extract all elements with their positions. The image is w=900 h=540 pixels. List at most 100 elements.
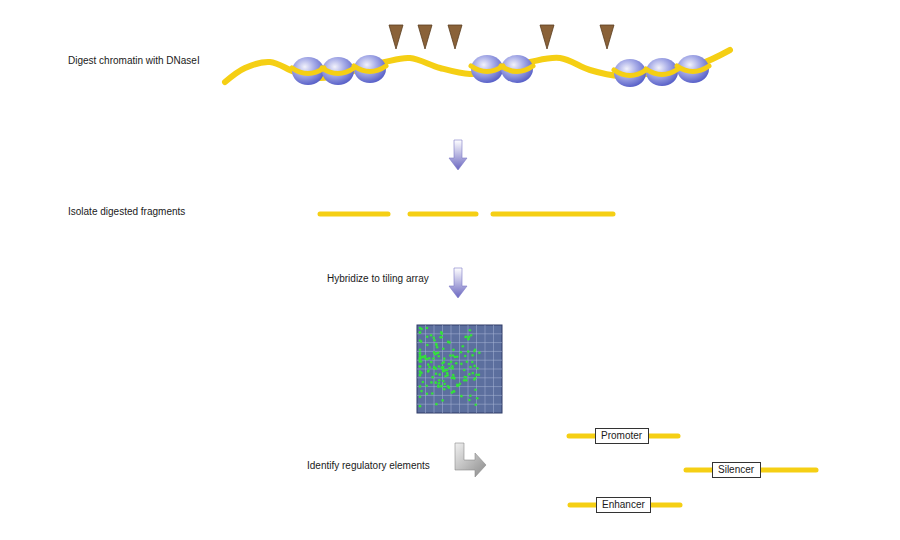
element-box: Promoter [595,428,649,444]
array-spot [434,381,437,384]
element-name: Promoter [596,429,648,443]
dna-wrap [677,66,709,72]
array-spot [435,372,438,375]
array-spot [475,374,478,377]
array-spot [419,365,422,368]
array-spot [441,366,444,369]
array-spot [426,393,429,396]
array-spot [456,383,459,386]
down-arrow [449,268,467,298]
grid-line [417,404,502,405]
array-spot [455,362,458,365]
array-spot [428,366,431,369]
nucleosome [677,55,709,83]
array-spot [478,351,481,354]
dnase-marker [448,25,462,49]
array-spot [419,365,422,368]
array-spot [438,382,441,385]
dna-wrap [501,66,533,72]
step-label: Identify regulatory elements [307,460,430,472]
nucleosome [322,57,354,85]
array-spot [425,384,428,387]
array-spot [452,390,455,393]
element-name: Silencer [713,463,760,477]
dna-wrap [292,68,324,74]
array-spot [437,355,440,358]
element-name: Enhancer [597,498,650,512]
array-spot [431,392,434,395]
array-spot [443,383,446,386]
array-spot [430,361,433,364]
array-spot [444,369,447,372]
array-spot [420,340,423,343]
array-spot [476,367,479,370]
array-spot [438,379,441,382]
array-spot [435,367,438,370]
array-spot [456,356,459,359]
array-spot [467,350,470,353]
grid-line [417,369,502,370]
array-spot [443,388,446,391]
nucleosome [614,59,646,87]
array-spot [473,365,476,368]
array-spot [426,335,429,338]
dna-wrap [471,66,503,72]
element-lines [569,436,816,505]
array-spot [471,354,474,357]
array-spot [465,379,468,382]
dna-fragments [320,214,613,215]
array-spot [419,370,422,373]
array-spot [474,389,477,392]
nucleosome [292,57,324,85]
array-spot [419,405,422,408]
element-box: Enhancer [596,497,651,513]
array-spot [474,403,477,406]
grid-line [417,377,502,378]
array-spot [471,361,474,364]
chromatin [225,50,730,87]
grid-line [493,325,494,413]
nucleosome [646,58,678,86]
array-spot [440,336,443,339]
array-spot [422,381,425,384]
array-spot [451,377,454,380]
array-spot [442,361,445,364]
array-spot [419,351,422,354]
array-spot [469,329,472,332]
array-spot [419,348,422,351]
array-chip [417,325,502,413]
fragment [410,212,476,217]
array-spot [473,350,476,353]
array-spot [460,363,463,366]
array-spot [432,336,435,339]
array-spot [427,369,430,372]
array-spot [419,374,422,377]
array-spot [419,331,422,334]
array-spot [446,374,449,377]
step-label: Digest chromatin with DNaseI [68,55,200,67]
array-spot [433,339,436,342]
array-spot [464,336,467,339]
array-spot [441,399,444,402]
dna-wrap [322,68,354,74]
array-spot [419,385,422,388]
dna-wrap [614,70,646,76]
array-spot [448,341,451,344]
array-spot [420,390,423,393]
array-spot [437,385,440,388]
nucleosome [501,55,533,83]
step-label: Isolate digested fragments [68,206,185,218]
array-spot [466,360,469,363]
array-spot [463,376,466,379]
array-spot [470,334,473,337]
array-spot [427,370,430,373]
dnase-marker [389,25,403,49]
array-spot [427,363,430,366]
nucleosome [471,55,503,83]
grid-line [417,395,502,396]
array-spot [465,335,468,338]
array-spot [426,327,429,330]
step-label: Hybridize to tiling array [327,273,429,285]
array-spot [438,365,441,368]
array-spot [440,331,443,334]
